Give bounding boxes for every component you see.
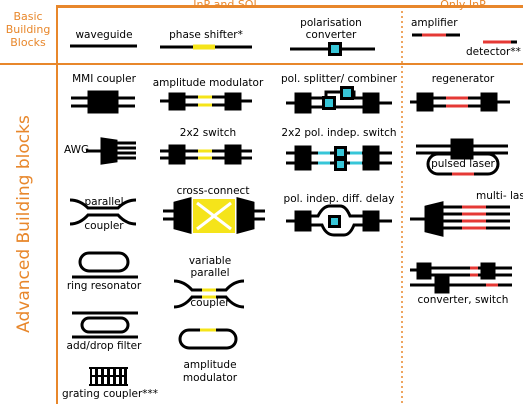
basic-line-3: Blocks [10,36,46,49]
amplitude-modulator-ring-symbol [178,328,238,350]
ring-resonator-label: ring resonator [66,280,142,292]
amplifier-label: amplifier [411,17,458,29]
polarisation-converter-symbol [290,42,375,56]
awg-symbol [86,137,136,165]
grating-coupler-label: grating coupler*** [61,388,159,400]
detector-label: detector** [466,46,521,58]
switch-2x2-symbol [160,144,252,165]
add-drop-filter-symbol [72,311,138,339]
ring-resonator-symbol [72,251,138,279]
polarisation-label-1: polarisation [300,17,362,29]
variable-label-3: coupler [190,297,230,309]
parallel-label-1: parallel [84,196,124,208]
waveguide-label: waveguide [75,29,133,41]
basic-line-1: Basic [13,10,43,23]
parallel-coupler-symbol [69,198,137,226]
cross-connect-label: cross-connect [176,185,250,197]
mmi-coupler-label: MMI coupler [72,73,136,85]
grating-coupler-symbol [89,367,128,386]
switch-2x2-label: 2x2 switch [179,127,237,139]
pol-splitter-combiner-symbol [286,86,392,114]
basic-building-blocks-label: Basic Building Blocks [6,10,51,49]
regenerator-label: regenerator [431,73,495,85]
add-drop-filter-label: add/drop filter [66,340,142,352]
phase-shifter-symbol [160,44,252,50]
mmi-coupler-symbol [71,90,135,114]
amplitude-modulator-2-label-2: modulator [182,372,238,384]
phase-shifter-label: phase shifter* [169,29,243,41]
advanced-building-blocks-title: Advanced Building blocks [14,115,34,333]
pulsed-laser-label: pulsed laser [431,158,495,170]
multi-laser-symbol [410,201,510,237]
multi-laser-label: multi- laser [476,190,523,202]
regenerator-symbol [410,92,510,112]
basic-line-2: Building [5,23,51,36]
pol-indep-diff-delay-symbol [286,204,392,237]
grid-lines [0,5,523,404]
amplitude-modulator-symbol [160,92,252,111]
inp-soi-header: InP and SOI [193,0,257,11]
only-inp-header: Only InP [440,0,486,11]
converter-switch-symbol [410,262,512,294]
pulsed-laser-symbol [416,138,508,176]
amplitude-modulator-2-label-1: amplitude [183,359,237,371]
converter-switch-label: converter, switch [417,294,509,306]
cross-connect-symbol [163,197,265,234]
pol-splitter-label: pol. splitter/ combiner [281,73,397,85]
pol-indep-delay-label: pol. indep. diff. delay [283,193,395,205]
pol-indep-switch-label: 2x2 pol. indep. switch [281,127,397,139]
variable-parallel-coupler-symbol [173,279,245,309]
variable-label-1: variable [188,255,232,267]
parallel-label-2: coupler [84,220,124,232]
awg-label: AWG [64,144,90,156]
pol-indep-switch-symbol [286,145,392,171]
amplitude-modulator-label: amplitude modulator [152,77,264,89]
polarisation-label-2: converter [305,29,357,41]
variable-label-2: parallel [190,267,230,279]
